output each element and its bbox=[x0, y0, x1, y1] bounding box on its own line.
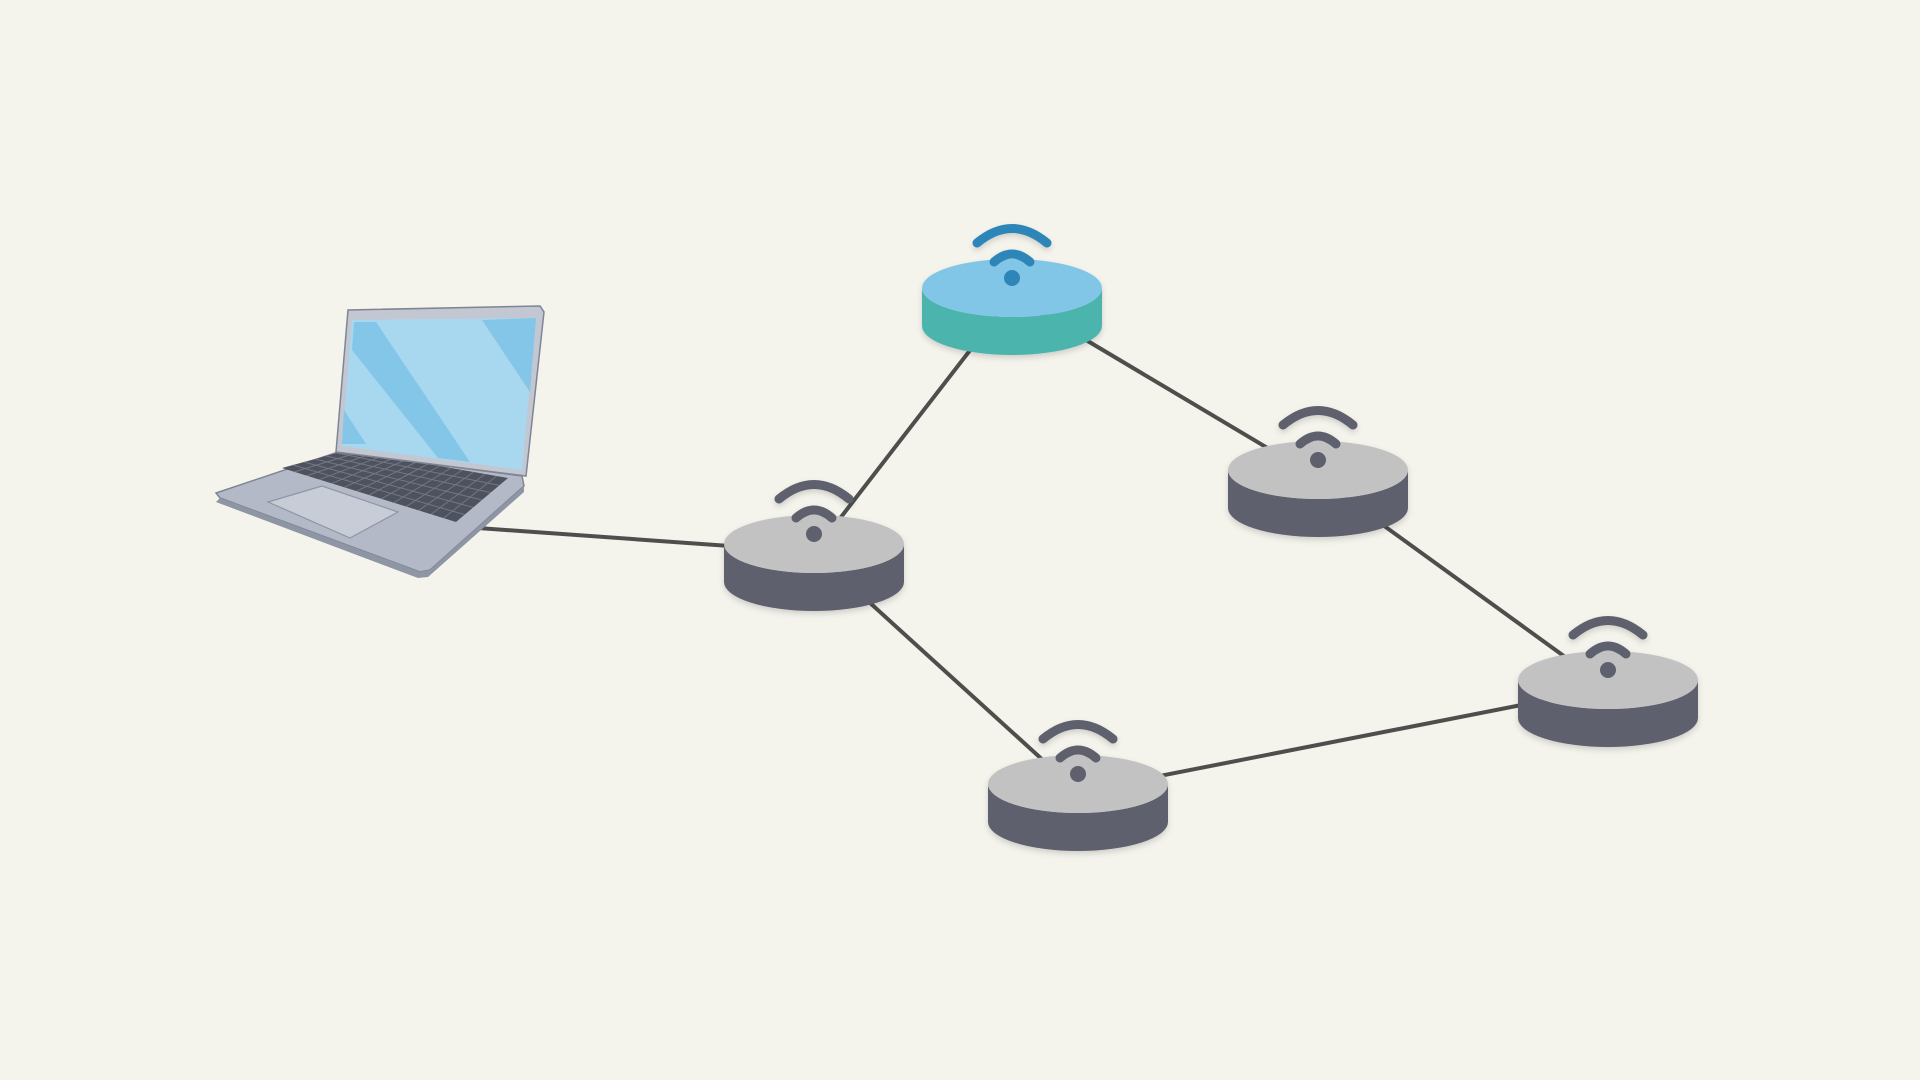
links-layer bbox=[476, 294, 1610, 794]
mesh-node-node-bottom[interactable] bbox=[988, 720, 1168, 852]
node-top bbox=[1518, 651, 1698, 709]
node-side bbox=[1518, 680, 1698, 747]
nodes-layer bbox=[214, 224, 1698, 852]
laptop-keys bbox=[292, 451, 500, 519]
wifi-icon bbox=[1038, 720, 1118, 782]
node-side bbox=[724, 544, 904, 611]
wifi-icon bbox=[1568, 616, 1648, 678]
node-top bbox=[988, 755, 1168, 813]
mesh-node-node-left[interactable] bbox=[724, 480, 904, 612]
screen-reflection bbox=[352, 322, 470, 462]
laptop-icon[interactable] bbox=[214, 305, 545, 578]
primary-router[interactable] bbox=[922, 224, 1102, 356]
mesh-node-node-upper-right[interactable] bbox=[1228, 406, 1408, 538]
screen-reflection bbox=[482, 318, 536, 392]
wifi-icon bbox=[1278, 406, 1358, 468]
mesh-node-node-right[interactable] bbox=[1518, 616, 1698, 748]
screen-reflection bbox=[342, 410, 366, 444]
laptop-trackpad bbox=[266, 485, 400, 539]
laptop-base-edge bbox=[216, 486, 524, 578]
node-side bbox=[988, 784, 1168, 851]
wifi-icon bbox=[774, 480, 854, 542]
wifi-icon bbox=[972, 224, 1052, 286]
node-side bbox=[922, 288, 1102, 355]
node-top bbox=[724, 515, 904, 573]
node-top bbox=[922, 259, 1102, 317]
node-top bbox=[1228, 441, 1408, 499]
node-side bbox=[1228, 470, 1408, 537]
